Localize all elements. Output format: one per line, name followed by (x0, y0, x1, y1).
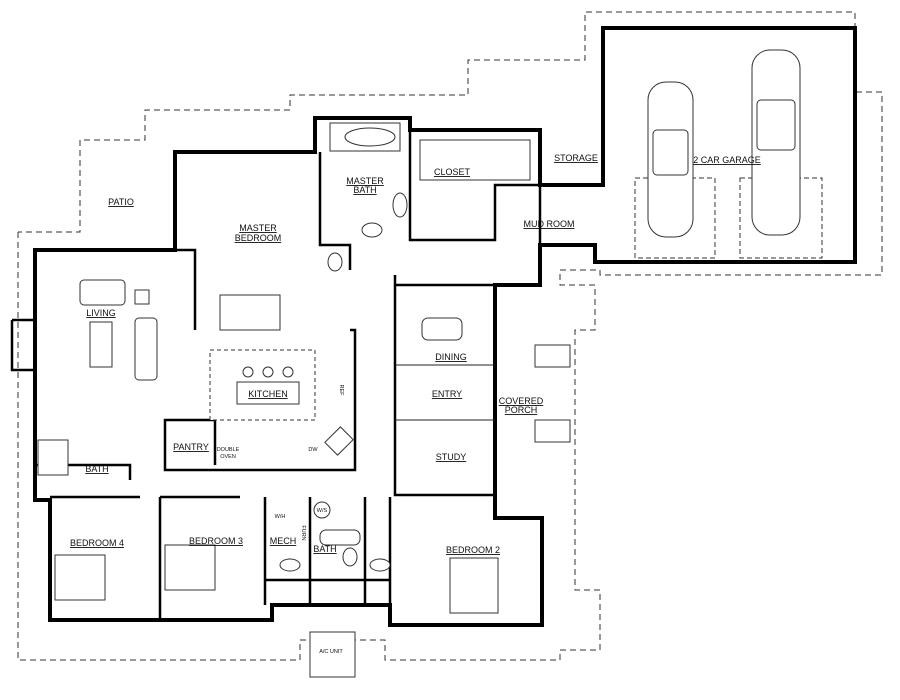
label-double-oven-2: OVEN (220, 454, 236, 460)
label-dishwasher: DW (308, 447, 318, 453)
label-garage: 2 CAR GARAGE (693, 155, 761, 165)
label-water-heater: W/H (275, 514, 286, 520)
car-icon-right (751, 49, 801, 236)
furniture (37, 122, 823, 678)
label-mech: MECH (270, 536, 297, 546)
label-covered-porch-1: COVERED (499, 396, 544, 406)
label-closet: CLOSET (434, 167, 471, 177)
label-living: LIVING (86, 308, 116, 318)
label-bedroom-3: BEDROOM 3 (189, 536, 243, 546)
label-double-oven-1: DOUBLE (217, 447, 240, 453)
label-entry: ENTRY (432, 389, 462, 399)
label-bedroom-2: BEDROOM 2 (446, 545, 500, 555)
label-study: STUDY (436, 452, 467, 462)
label-storage: STORAGE (554, 153, 598, 163)
label-kitchen: KITCHEN (248, 389, 288, 399)
exterior-walls (33, 26, 857, 627)
car-icon-left (647, 81, 694, 238)
label-pantry: PANTRY (173, 442, 209, 452)
label-master-bath-2: BATH (353, 185, 376, 195)
label-refrigerator: REF (338, 385, 344, 397)
label-water-softener: W/S (317, 508, 328, 514)
label-dining: DINING (435, 352, 467, 362)
label-bedroom-4: BEDROOM 4 (70, 538, 124, 548)
label-master-bedroom-2: BEDROOM (235, 233, 282, 243)
label-ac-unit: A/C UNIT (319, 649, 343, 655)
label-covered-porch-2: PORCH (505, 405, 538, 415)
label-master-bath-1: MASTER (346, 176, 384, 186)
label-bath-left: BATH (85, 464, 108, 474)
interior-walls (10, 130, 542, 620)
roof-outline (17, 11, 883, 661)
label-furnace: FURN (300, 525, 306, 540)
label-mud-room: MUD ROOM (524, 219, 575, 229)
label-patio: PATIO (108, 197, 134, 207)
label-bath-hall: BATH (313, 544, 336, 554)
label-master-bedroom-1: MASTER (239, 223, 277, 233)
